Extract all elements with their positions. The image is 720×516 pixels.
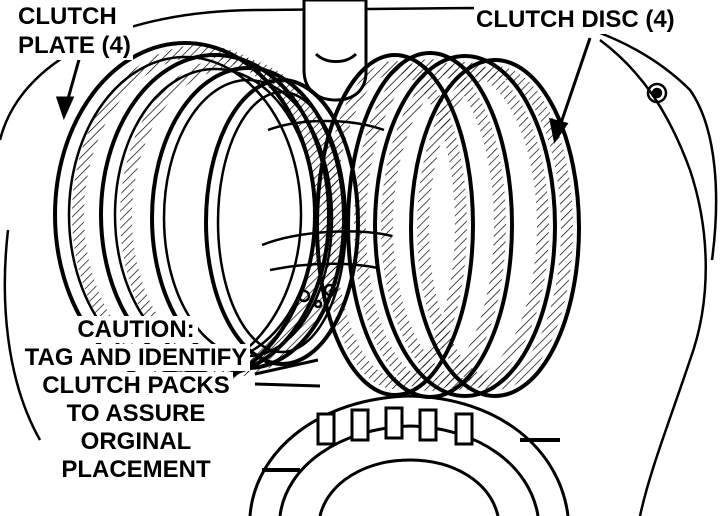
caution-line-4: TO ASSURE [63,400,209,427]
leader-arrows [55,37,592,388]
clutch-plate-arrowhead [55,96,75,121]
clutch-drum [248,394,570,516]
caution-line-3: CLUTCH PACKS [39,372,233,399]
caution-leader-2 [254,382,321,388]
clutch-disc-label: CLUTCH DISC (4) [474,6,677,34]
caution-line-1: CAUTION: [74,316,198,343]
clutch-plate-label-line2: PLATE (4) [18,32,131,59]
caution-leader [254,358,319,376]
clutch-discs [315,51,581,399]
finger [302,0,368,102]
caution-line-2: TAG AND IDENTIFY [21,344,251,371]
caution-line-6: PLACEMENT [58,456,214,483]
clutch-disc-arrowhead [549,117,569,144]
clutch-plate-label: CLUTCH PLATE (4) [16,2,133,60]
clutch-plate-label-line1: CLUTCH [18,3,117,30]
caution-line-5: ORGINAL [77,428,195,455]
clutch-disc-leader [558,37,592,127]
caution-note: CAUTION: TAG AND IDENTIFY CLUTCH PACKS T… [0,316,272,484]
